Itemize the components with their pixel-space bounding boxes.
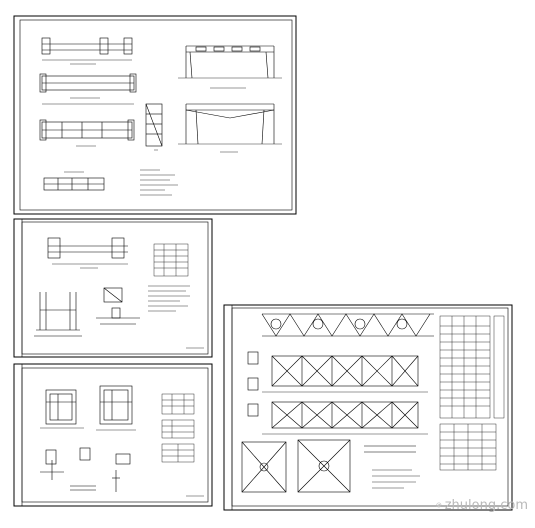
bracing-plan-1 xyxy=(262,355,428,393)
notes-2 xyxy=(148,285,190,312)
sheet-3 xyxy=(13,363,213,507)
truss-elevation-1 xyxy=(178,45,282,89)
section-1 xyxy=(145,103,163,151)
zhulong-logo-icon xyxy=(436,502,442,508)
x-panel-2 xyxy=(297,439,351,493)
bracing-plan-2 xyxy=(262,401,428,435)
detail-node-2 xyxy=(40,447,131,492)
sheet-2 xyxy=(13,218,213,358)
column-detail-1 xyxy=(34,292,82,337)
frame-detail-1 xyxy=(40,389,84,429)
notes-1 xyxy=(140,169,178,196)
beam-plan-3 xyxy=(39,119,135,147)
truss-elevation-2 xyxy=(178,103,282,153)
beam-plan-2 xyxy=(39,73,137,105)
watermark: zhulong.com xyxy=(436,494,528,516)
beam-elevation-1 xyxy=(41,37,133,65)
table-1 xyxy=(43,171,105,191)
member-table xyxy=(439,315,505,419)
bolt-table xyxy=(439,423,497,471)
detail-node-1 xyxy=(96,287,140,325)
beam-elevation-2 xyxy=(47,237,128,269)
sheet-1 xyxy=(13,15,297,215)
frame-detail-2 xyxy=(96,385,136,431)
x-panel-1 xyxy=(241,441,287,493)
side-nodes xyxy=(247,351,259,417)
watermark-text: zhulong.com xyxy=(444,497,528,513)
detail-node-3 xyxy=(364,445,420,489)
truss-strip xyxy=(261,313,434,337)
table-2 xyxy=(153,243,189,277)
table-3 xyxy=(161,393,195,463)
sheet-4 xyxy=(223,304,513,511)
